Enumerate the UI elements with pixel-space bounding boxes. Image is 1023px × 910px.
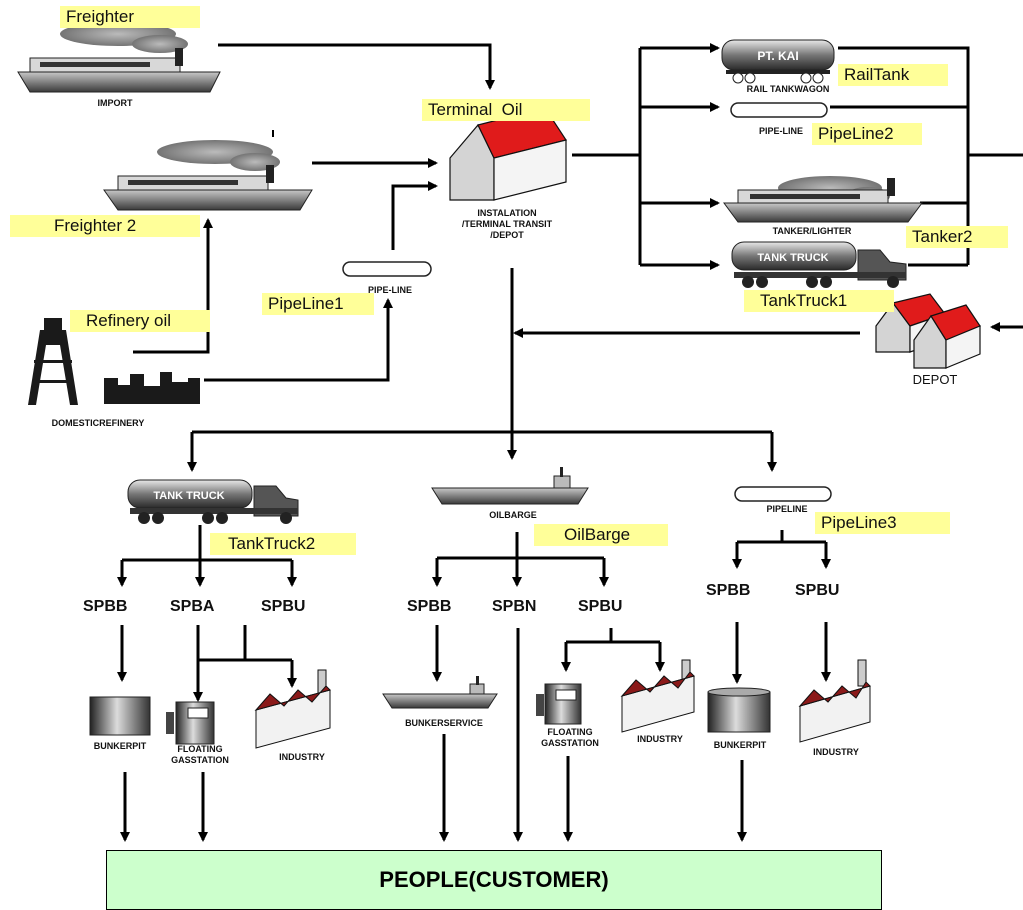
- caption-industry2: INDUSTRY: [637, 734, 683, 744]
- label-pipeline2: PipeLine2: [812, 123, 922, 145]
- caption-tanker-lighter: TANKER/LIGHTER: [772, 226, 852, 236]
- label-freighter2: Freighter 2: [10, 215, 200, 237]
- caption-depot: DEPOT: [912, 372, 958, 387]
- pipeline-top-icon: [730, 102, 828, 118]
- caption-floating1: FLOATING GASSTATION: [171, 744, 229, 765]
- pipeline1-icon: [342, 261, 432, 277]
- code-tt-spbb: SPBB: [83, 598, 128, 615]
- caption-bunkerpit2: BUNKERPIT: [713, 740, 767, 750]
- bunker-pit2-icon: [707, 687, 771, 733]
- tank-truck2-text: TANK TRUCK: [153, 490, 224, 502]
- freighter2-ship-icon: [103, 130, 313, 211]
- bunker-service-ship-icon: [382, 676, 498, 709]
- refinery-icon: [28, 318, 200, 405]
- label-refinery-oil: Refinery oil: [70, 310, 210, 332]
- terminal-building-icon: [449, 107, 567, 201]
- caption-floating2: FLOATING GASSTATION: [541, 727, 599, 748]
- label-pipeline1: PipeLine1: [262, 293, 374, 315]
- arrow-refinery-freighter2: [133, 218, 213, 354]
- caption-bunkerpit1: BUNKERPIT: [93, 741, 147, 751]
- label-tanktruck2: TankTruck2: [210, 533, 356, 555]
- bus-top-right: [838, 46, 970, 265]
- label-tanktruck1: TankTruck1: [744, 290, 894, 312]
- code-ob-spbn: SPBN: [492, 598, 537, 615]
- industry2-factory-icon: [620, 659, 695, 733]
- customer-box: PEOPLE(CUSTOMER): [106, 850, 882, 910]
- caption-pipe-line-top: PIPE-LINE: [758, 126, 803, 136]
- industry1-factory-icon: [254, 669, 331, 749]
- caption-oilbarge: OILBARGE: [489, 510, 537, 520]
- depot-buildings-icon: [875, 293, 981, 369]
- caption-domestic-refinery: DOMESTICREFINERY: [51, 418, 145, 428]
- caption-rail-tank-wagon: RAIL TANKWAGON: [746, 84, 830, 94]
- oilbarge-ship-icon: [431, 467, 589, 505]
- label-railtank: RailTank: [838, 64, 948, 86]
- code-pl-spbb: SPBB: [706, 582, 751, 599]
- tank-truck1-icon: TANK TRUCK: [731, 241, 907, 288]
- code-tt-spba: SPBA: [170, 598, 215, 615]
- caption-bunkerservice: BUNKERSERVICE: [405, 718, 483, 728]
- arrow-pipeline1-terminal: [391, 181, 438, 250]
- bunker-pit1-icon: [89, 696, 151, 736]
- label-oilbarge: OilBarge: [534, 524, 668, 546]
- freighter-ship-icon: [17, 22, 221, 93]
- floating-gas-station2-icon: [536, 683, 582, 725]
- caption-industry1: INDUSTRY: [279, 752, 325, 762]
- caption-industry3: INDUSTRY: [813, 747, 859, 757]
- connectors: [117, 43, 1023, 842]
- code-ob-spbu: SPBU: [578, 598, 623, 615]
- tank-truck2-icon: TANK TRUCK: [127, 479, 299, 524]
- caption-installation: INSTALATION /TERMINAL TRANSIT /DEPOT: [461, 208, 553, 240]
- tanker-lighter-icon: [723, 176, 923, 223]
- code-tt-spbu: SPBU: [261, 598, 306, 615]
- caption-import: IMPORT: [97, 98, 133, 108]
- tank-truck1-text: TANK TRUCK: [757, 252, 828, 264]
- label-terminal-oil: Terminal Oil: [422, 99, 590, 121]
- caption-pipeline: PIPELINE: [766, 504, 808, 514]
- arrow-refinery-pipeline1: [204, 298, 393, 382]
- pipeline3-icon: [734, 486, 832, 502]
- customer-label: PEOPLE(CUSTOMER): [379, 867, 609, 892]
- label-freighter: Freighter: [60, 6, 200, 28]
- industry3-factory-icon: [798, 659, 871, 743]
- rail-tank-text: PT. KAI: [757, 49, 798, 63]
- arrow-freighter-terminal: [218, 43, 495, 90]
- label-pipeline3: PipeLine3: [815, 512, 950, 534]
- floating-gas-station1-icon: [166, 701, 215, 745]
- code-ob-spbb: SPBB: [407, 598, 452, 615]
- rail-tank-wagon-icon: PT. KAI: [721, 39, 835, 84]
- label-tanker2: Tanker2: [906, 226, 1008, 248]
- caption-pipe-line: PIPE-LINE: [367, 285, 412, 295]
- code-pl-spbu: SPBU: [795, 582, 840, 599]
